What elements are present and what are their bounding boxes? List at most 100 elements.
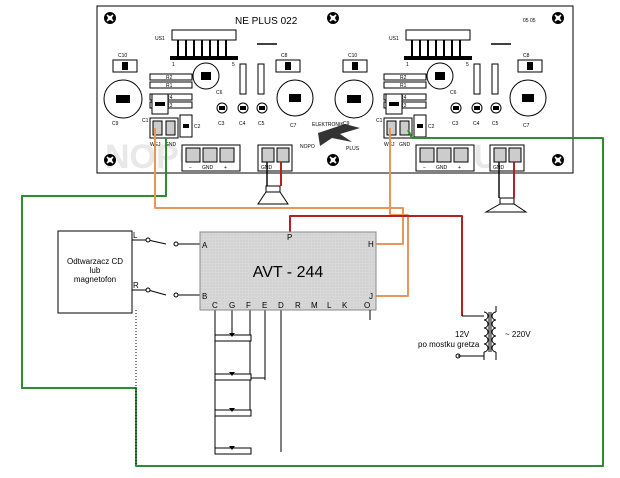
resistor-r2: [383, 73, 427, 81]
output-l-label: L: [133, 231, 138, 240]
potentiometer-ladder: [214, 330, 252, 455]
r3-label: R3: [166, 103, 173, 109]
potentiometer-3: [214, 408, 252, 417]
resistor-r2: [149, 73, 193, 81]
c3-label: C3: [452, 121, 459, 127]
speaker-right-icon: [484, 197, 528, 213]
source-label-3: magnetofon: [74, 275, 116, 284]
input-gnd-label: GND: [399, 142, 411, 148]
screw-hole-icon: [551, 11, 565, 25]
minus-label: −: [423, 165, 426, 171]
avt-244-module: AVT - 244 A B H J P C G F E D R M L K O: [199, 231, 377, 320]
c6-label: C6: [216, 90, 223, 96]
pin-m-label: M: [311, 301, 318, 310]
c7-label: C7: [523, 123, 530, 129]
screw-hole-icon: [326, 11, 340, 25]
pin1-label: 1: [172, 62, 175, 68]
audio-source-box: Odtwarzacz CD lub magnetofon L R: [57, 230, 139, 314]
secondary-voltage: 12V: [455, 330, 470, 339]
r4-label: R4: [166, 95, 173, 101]
c9-label: C9: [343, 121, 350, 127]
source-label-2: lub: [90, 266, 101, 275]
c9-label: C9: [112, 121, 119, 127]
screw-hole-icon: [103, 153, 117, 167]
c2-label: C2: [194, 124, 201, 130]
wires: [21, 128, 604, 467]
gnd-label: GND: [436, 165, 448, 171]
bird-logo-icon: [318, 124, 360, 146]
c10-label: C10: [118, 53, 127, 59]
pin-r-label: R: [295, 301, 301, 310]
c1-label: C1: [142, 118, 149, 124]
r2-label: R2: [166, 75, 173, 81]
ic-heatsink: [170, 29, 238, 60]
r1-label: R1: [166, 83, 173, 89]
board-title: NE PLUS 022: [235, 16, 298, 27]
pin-j-label: J: [369, 292, 373, 301]
r2-label: R2: [400, 75, 407, 81]
resistor-r4: [383, 93, 427, 101]
potentiometer-2: [214, 372, 252, 381]
r3-label: R3: [400, 103, 407, 109]
input-gnd-label: GND: [165, 142, 177, 148]
c8-label: C8: [523, 53, 530, 59]
screw-hole-icon: [551, 153, 565, 167]
left-channel: US1 1 5 C10 C8 C9 C6 C7 R2 R1 R4 R3: [103, 29, 314, 172]
speaker-left-icon: [257, 185, 289, 205]
c3-label: C3: [218, 121, 225, 127]
pin-b-label: B: [202, 292, 207, 301]
output-r-label: R: [133, 281, 139, 290]
c4-label: C4: [239, 121, 246, 127]
pin1-label: 1: [406, 62, 409, 68]
resistor-r3: [383, 101, 427, 109]
pin5-label: 5: [466, 62, 469, 68]
pin-c-label: C: [212, 301, 218, 310]
plus-label: +: [224, 165, 227, 171]
c7-label: C7: [290, 123, 297, 129]
resistor-r5: [491, 63, 499, 95]
resistor-r5: [257, 63, 265, 95]
logo-text-3: PLUS: [346, 146, 360, 152]
c8-label: C8: [281, 53, 288, 59]
module-title: AVT - 244: [253, 264, 324, 281]
board-code: 05 05: [523, 18, 536, 24]
resistor-r6: [473, 63, 481, 95]
pin-d-label: D: [278, 301, 284, 310]
resistor-r3: [149, 101, 193, 109]
transformer-icon: [483, 306, 497, 360]
pin-p-label: P: [287, 233, 292, 242]
pin-l-label: L: [327, 301, 332, 310]
pin-a-label: A: [202, 241, 208, 250]
pin5-label: 5: [232, 62, 235, 68]
ic-label: US1: [155, 36, 165, 42]
secondary-note: po mostku gretza: [418, 340, 480, 349]
resistor-r1: [383, 81, 427, 89]
potentiometer-4: [214, 446, 252, 455]
pin-o-label: O: [364, 301, 370, 310]
pin-k-label: K: [342, 301, 348, 310]
source-label-1: Odtwarzacz CD: [67, 257, 123, 266]
plus-label: +: [458, 165, 461, 171]
resistor-r4: [149, 93, 193, 101]
logo-text-2: NOPO: [300, 144, 315, 150]
logo-text-1: ELEKTRONIK: [312, 122, 344, 128]
c6-label: C6: [450, 90, 457, 96]
c1-label: C1: [376, 118, 383, 124]
pin-h-label: H: [368, 240, 374, 249]
pin-e-label: E: [262, 301, 267, 310]
wire-signal-left-orange: [154, 128, 404, 245]
pin-f-label: F: [246, 301, 251, 310]
primary-voltage: ~ 220V: [505, 330, 531, 339]
resistor-r6: [239, 63, 247, 95]
minus-label: −: [189, 165, 192, 171]
screw-hole-icon: [326, 153, 340, 167]
r4-label: R4: [400, 95, 407, 101]
ic-label: US1: [389, 36, 399, 42]
r1-label: R1: [400, 83, 407, 89]
c5-label: C5: [492, 121, 499, 127]
ic-heatsink: [404, 29, 472, 60]
gnd-label: GND: [202, 165, 214, 171]
right-channel: US1 1 5 C10 C8 C9 C6 C7 R2 R1 R4 R3 C3: [334, 29, 547, 172]
c10-label: C10: [348, 53, 357, 59]
